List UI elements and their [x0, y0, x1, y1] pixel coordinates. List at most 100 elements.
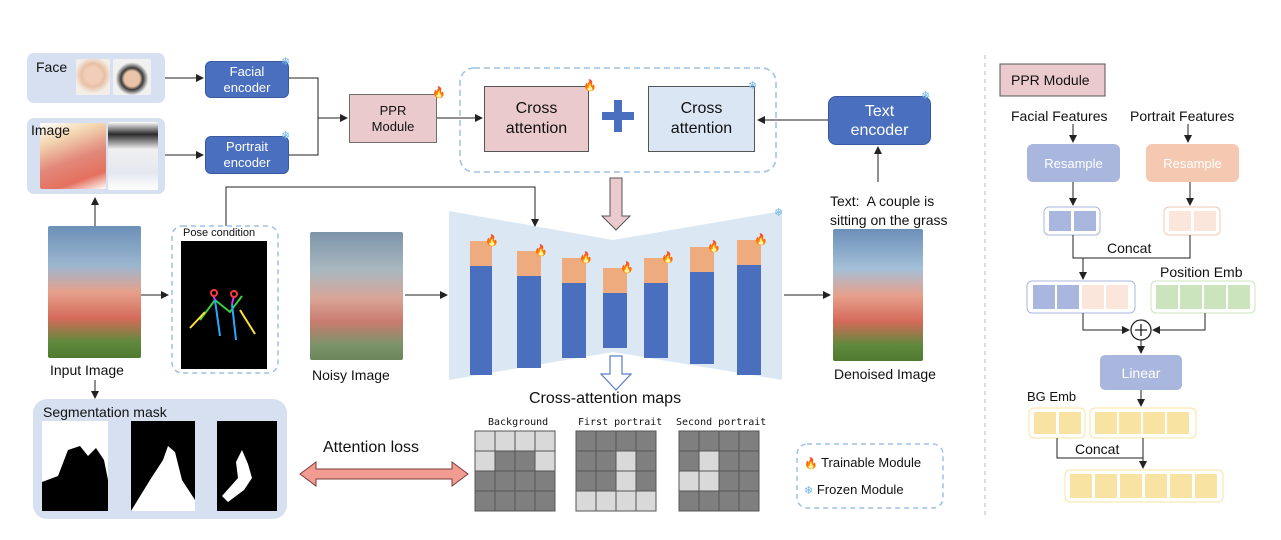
attention-loss-label: Attention loss [323, 439, 420, 456]
ppr-module: PPR Module [349, 94, 437, 143]
legend-frozen: ❄ Frozen Module [804, 482, 904, 497]
ppr-title-box [999, 63, 1106, 97]
rp-resample-portrait: Resample [1163, 155, 1222, 171]
rp-portrait-features: Portrait Features [1130, 108, 1235, 124]
linear-box [1100, 355, 1182, 390]
attention-cell [575, 470, 597, 492]
unet-trainable-block [470, 241, 492, 266]
attention-cell [494, 470, 516, 492]
denoised-image [833, 229, 923, 361]
attention-loss-arrow [299, 461, 469, 487]
arrow-facial-to-ppr [289, 77, 348, 122]
denoised-image-label: Denoised Image [834, 366, 936, 382]
attention-cell [615, 490, 637, 512]
unet-frozen-block [603, 293, 627, 348]
attention-cell [718, 490, 740, 512]
attention-cell [595, 450, 617, 472]
attention-cell [698, 450, 720, 472]
arrow-unet-to-maps [599, 355, 633, 391]
map-label-background: Background [488, 417, 549, 428]
attention-cell [678, 490, 700, 512]
cross-attention-label-2: Cross attention [670, 100, 733, 137]
fire-icon: 🔥 [579, 251, 593, 264]
unet-frozen-block [690, 272, 714, 364]
fire-icon: 🔥 [583, 80, 597, 92]
plus-icon [602, 100, 634, 132]
cross-attention-trainable: Cross attention [484, 86, 589, 152]
attention-cell [698, 430, 720, 452]
rp-concat-1: Concat [1107, 240, 1152, 256]
snowflake-icon: ❄ [774, 207, 784, 219]
unet-bars: 🔥🔥🔥🔥🔥🔥🔥 [470, 233, 768, 375]
segmentation-masks [42, 421, 277, 511]
fire-icon: 🔥 [432, 87, 446, 99]
rp-bg-emb: BG Emb [1027, 389, 1077, 404]
attention-cell [718, 450, 740, 472]
fire-icon: 🔥 [804, 458, 818, 470]
attention-cell [635, 430, 657, 452]
attention-cell [738, 450, 760, 472]
noisy-image [310, 232, 403, 360]
legend-frozen-label: Frozen Module [816, 482, 904, 497]
text-prompt: Text: A couple is sitting on the grass [830, 193, 948, 228]
attention-maps-title: Cross-attention maps [529, 390, 682, 407]
unet-trainable-block [644, 258, 668, 283]
unet-trainable-block [737, 240, 761, 265]
face-label: Face [36, 59, 68, 75]
attention-cell [698, 490, 720, 512]
attention-cell [595, 430, 617, 452]
pose-skeleton [189, 289, 256, 341]
map-label-first: First portrait [578, 417, 663, 428]
snowflake-icon: ❄ [281, 130, 291, 142]
attention-cell [718, 470, 740, 492]
segmentation-label: Segmentation mask [43, 404, 167, 420]
rp-concat-2: Concat [1075, 441, 1120, 457]
attention-cell [738, 430, 760, 452]
attention-cell [575, 430, 597, 452]
unet-frozen-block [470, 266, 492, 375]
attention-cell [534, 490, 556, 512]
unet-trainable-block [517, 251, 541, 276]
attention-cell [534, 450, 556, 472]
text-encoder-label: Text encoder [850, 102, 909, 139]
arrow-pose-to-unet [225, 186, 539, 227]
facial-encoder-label: Facial encoder [223, 63, 271, 95]
attention-cell [615, 430, 637, 452]
unet-trainable-block [690, 247, 714, 272]
legend-trainable: 🔥 Trainable Module [804, 455, 921, 470]
snowflake-icon: ❄ [921, 90, 931, 102]
ppr-module-label: PPR Module [371, 102, 415, 134]
attention-cell [678, 450, 700, 472]
portrait-photo-1 [40, 123, 106, 189]
cross-attention-label-1: Cross attention [505, 100, 568, 137]
attention-cell [635, 490, 657, 512]
map-label-second: Second portrait [676, 417, 767, 428]
rp-resample-face: Resample [1044, 155, 1103, 171]
unet-frozen-block [737, 265, 761, 375]
text-encoder: Text encoder [828, 96, 931, 145]
cross-attention-frozen: Cross attention [648, 86, 755, 152]
portrait-photo-2 [108, 122, 158, 190]
unet-frozen-block [517, 276, 541, 368]
attention-maps [474, 430, 760, 512]
arrow-portrait-to-ppr [289, 118, 319, 156]
image-label: Image [31, 122, 70, 138]
face-photo-2 [113, 59, 151, 95]
fire-icon: 🔥 [707, 240, 721, 253]
unet-frozen-block [644, 283, 668, 358]
attention-cell [494, 490, 516, 512]
attention-cell [738, 490, 760, 512]
attention-cell [534, 470, 556, 492]
attention-cell [474, 470, 496, 492]
arrow-cross-to-unet [600, 177, 632, 231]
attention-cell [635, 470, 657, 492]
input-image-label: Input Image [50, 362, 124, 378]
attention-cell [698, 470, 720, 492]
attention-cell [514, 490, 536, 512]
attention-cell [514, 430, 536, 452]
snowflake-icon: ❄ [748, 80, 758, 92]
rp-facial-features: Facial Features [1011, 108, 1108, 124]
attention-cell [514, 450, 536, 472]
resample-portrait [1146, 144, 1239, 182]
